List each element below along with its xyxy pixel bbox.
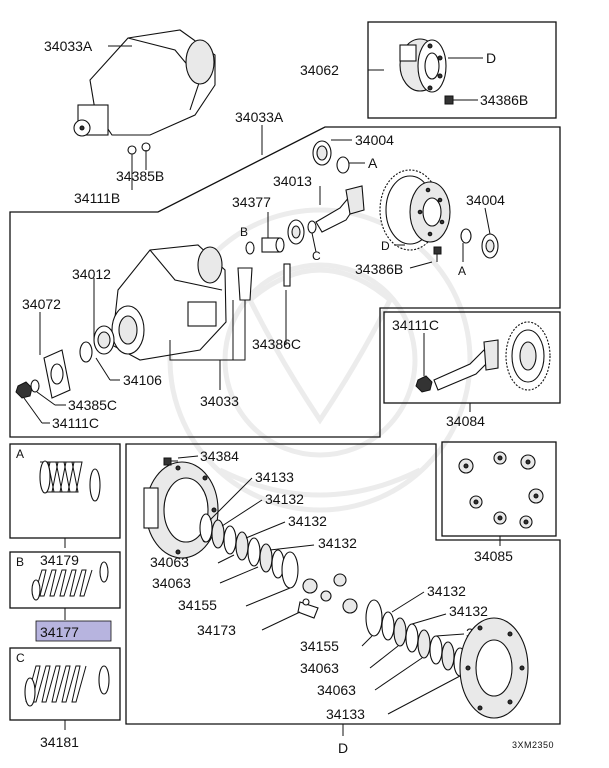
label-34013: 34013 [273, 173, 312, 189]
label-34012: 34012 [72, 266, 111, 282]
label-A-box: A [16, 447, 24, 461]
companion-flange-icon-34072 [43, 349, 71, 399]
bearing-icon-pinion-rear [287, 219, 317, 245]
label-34385C: 34385C [68, 397, 117, 413]
label-C-1: C [312, 249, 321, 263]
ring-pinion-set-icon-34084 [415, 321, 551, 393]
differential-case-icon-left [143, 461, 219, 559]
bracket-icon-34386C [237, 263, 291, 301]
label-34033A-top: 34033A [44, 38, 93, 54]
bolt-icon-34386B-top [444, 95, 470, 105]
label-B-box: B [16, 555, 24, 569]
pinion-gear-set-icon-34085 [458, 451, 544, 529]
box-A-springs [9, 443, 121, 539]
label-34111C-right: 34111C [392, 317, 439, 333]
diagram-code: 3XM2350 [512, 740, 554, 750]
label-34133-a: 34133 [255, 469, 294, 485]
spring-icon-34177 [31, 561, 109, 601]
label-34063-c: 34063 [300, 660, 339, 676]
oil-seal-icon-34106 [79, 325, 115, 363]
label-34063-d: 34063 [317, 682, 356, 698]
label-34179: 34179 [40, 552, 79, 568]
spring-icon-34181 [24, 665, 110, 707]
clutch-plates-icon-upper [199, 513, 299, 589]
bearing-icon-34004-a [312, 140, 332, 166]
spider-gears-icon [297, 573, 358, 619]
bolt-icon-34384 [163, 457, 178, 466]
label-34084: 34084 [446, 413, 485, 429]
label-34111C-left: 34111C [52, 415, 99, 431]
label-34173: 34173 [197, 622, 236, 638]
label-34133-b: 34133 [326, 706, 365, 722]
label-34062: 34062 [300, 62, 339, 78]
label-34132-e: 34132 [449, 603, 488, 619]
label-34085: 34085 [474, 548, 513, 564]
differential-case-icon-right [459, 617, 529, 719]
bolt-icon-34386B-mid [433, 246, 442, 262]
label-B-1: B [240, 225, 248, 239]
label-D-top: D [486, 50, 496, 66]
label-34132-d: 34132 [427, 583, 466, 599]
spring-icon-34179 [39, 460, 101, 502]
spacer-icon-34377 [261, 237, 285, 253]
label-34132-b: 34132 [288, 513, 327, 529]
label-34181: 34181 [40, 734, 79, 750]
label-34033A-mid: 34033A [235, 109, 284, 125]
label-34063-a: 34063 [150, 554, 189, 570]
label-C-box: C [16, 651, 25, 665]
label-34111B: 34111B [74, 190, 120, 206]
label-34004-a: 34004 [355, 132, 394, 148]
oil-seal-icon-A-1 [336, 156, 350, 174]
label-34004-b: 34004 [466, 192, 505, 208]
highlight-34177 [35, 620, 112, 642]
box-34084 [383, 311, 561, 404]
label-A-2: A [458, 264, 466, 278]
nut-icon-34111C-left [15, 379, 40, 399]
box-34085 [441, 441, 557, 537]
label-34155-b: 34155 [300, 638, 339, 654]
frame-D-assembly [125, 443, 561, 725]
label-34033: 34033 [200, 393, 239, 409]
label-34177: 34177 [40, 624, 79, 640]
gear-carrier-icon-34012 [111, 244, 227, 361]
label-34385B: 34385B [116, 168, 164, 184]
label-34386B-mid: 34386B [355, 261, 403, 277]
label-D-bottom: D [338, 740, 348, 756]
drive-pinion-icon-34013 [315, 185, 365, 233]
label-34155-a: 34155 [178, 597, 217, 613]
label-34063-b: 34063 [152, 575, 191, 591]
frame-34033A-assembly [9, 126, 561, 438]
ring-gear-icon-mid [379, 169, 451, 251]
label-34132-c: 34132 [318, 535, 357, 551]
label-34386B-top: 34386B [480, 92, 528, 108]
label-A-1: A [368, 155, 378, 171]
label-34377: 34377 [232, 194, 271, 210]
seal-icon-B-1 [245, 241, 255, 255]
label-34106: 34106 [123, 372, 162, 388]
label-34386C: 34386C [252, 336, 301, 352]
axle-housing-icon-top [73, 29, 216, 155]
label-34132-a: 34132 [265, 491, 304, 507]
seal-icon-A-2 [460, 228, 472, 244]
label-34384: 34384 [200, 448, 239, 464]
bearing-icon-34004-b [481, 233, 499, 259]
label-34072: 34072 [22, 296, 61, 312]
label-D-mid: D [381, 239, 390, 253]
differential-case-icon-34062 [399, 38, 447, 93]
